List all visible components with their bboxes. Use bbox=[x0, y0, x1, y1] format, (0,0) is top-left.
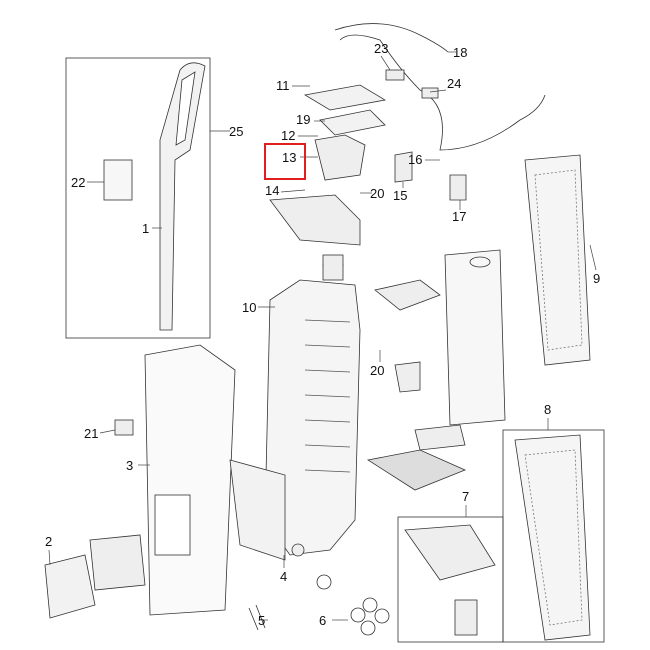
power-cord-18 bbox=[334, 23, 449, 53]
part-label-8: 8 bbox=[544, 402, 552, 417]
base-group-frame bbox=[397, 516, 504, 643]
part-label-20b: 20 bbox=[370, 363, 385, 378]
part-label-3: 3 bbox=[126, 458, 134, 473]
part-label-24: 24 bbox=[447, 76, 462, 91]
part-label-2: 2 bbox=[45, 534, 53, 549]
part-label-19: 19 bbox=[296, 112, 311, 127]
part-label-1: 1 bbox=[142, 221, 150, 236]
part-label-6: 6 bbox=[319, 613, 327, 628]
part-label-4: 4 bbox=[280, 569, 288, 584]
part-label-12: 12 bbox=[281, 128, 296, 143]
part-label-18: 18 bbox=[453, 45, 468, 60]
part-label-25: 25 bbox=[229, 124, 244, 139]
grid-part bbox=[366, 449, 467, 491]
filter-cover-part-9 bbox=[524, 154, 591, 366]
part-label-10: 10 bbox=[242, 300, 257, 315]
part-label-9: 9 bbox=[593, 271, 601, 286]
part-label-21: 21 bbox=[84, 426, 99, 441]
part-label-13: 13 bbox=[282, 150, 297, 165]
tube-part bbox=[444, 249, 506, 426]
handle-group-frame bbox=[65, 57, 211, 339]
back-cover-part-3 bbox=[144, 344, 236, 616]
part-label-22: 22 bbox=[71, 175, 86, 190]
part-label-23: 23 bbox=[374, 41, 389, 56]
part-label-7: 7 bbox=[462, 489, 470, 504]
filter-part-2 bbox=[44, 554, 96, 619]
handle-part bbox=[159, 62, 206, 331]
filter-cover-part-8 bbox=[514, 434, 591, 641]
cover-plate-part bbox=[303, 84, 387, 111]
part-label-14: 14 bbox=[265, 183, 280, 198]
power-cord-24 bbox=[339, 34, 546, 151]
highlight-box-part-13 bbox=[264, 143, 306, 180]
part-label-15: 15 bbox=[393, 188, 408, 203]
part-label-16: 16 bbox=[408, 152, 423, 167]
part-label-20: 20 bbox=[370, 186, 385, 201]
part-label-5: 5 bbox=[258, 613, 266, 628]
part-14-base bbox=[269, 194, 361, 246]
base-part-7 bbox=[404, 524, 496, 581]
part-label-17: 17 bbox=[452, 209, 467, 224]
part-label-11: 11 bbox=[276, 78, 290, 93]
part-13 bbox=[314, 134, 366, 181]
